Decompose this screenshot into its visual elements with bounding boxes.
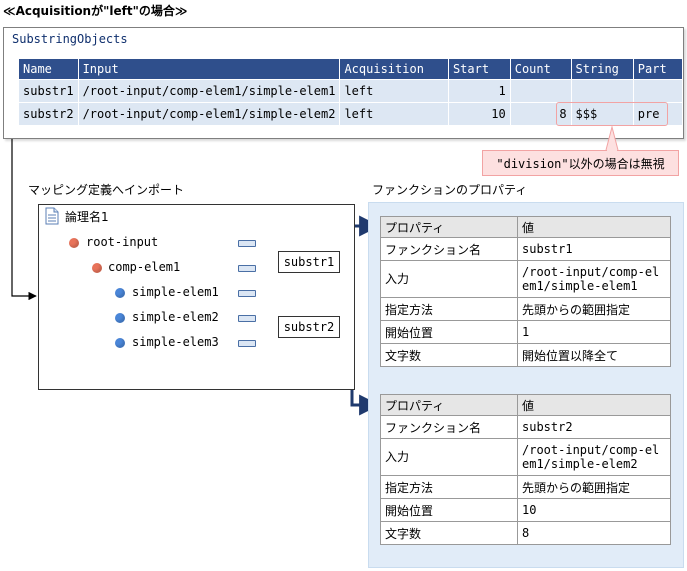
table-row: 文字数 開始位置以降全て [380, 343, 671, 367]
substring-objects-title: SubstringObjects [12, 32, 128, 46]
table-row: substr1 /root-input/comp-elem1/simple-el… [18, 79, 684, 103]
table-row: 入力 /root-input/comp-elem1/simple-elem1 [380, 260, 671, 298]
column-header-count: Count [509, 58, 572, 80]
node-simple-elem1[interactable]: simple-elem1 [132, 285, 219, 299]
table-row: ファンクション名 substr1 [380, 237, 671, 261]
node-simple-elem2[interactable]: simple-elem2 [132, 310, 219, 324]
table-row: 開始位置 1 [380, 320, 671, 344]
table-row: 指定方法 先頭からの範囲指定 [380, 475, 671, 499]
cell-input: /root-input/comp-elem1/simple-elem2 [77, 102, 341, 126]
table-row: 開始位置 10 [380, 498, 671, 522]
property-value: 先頭からの範囲指定 [517, 297, 671, 321]
node-root-input[interactable]: root-input [86, 235, 159, 249]
port-icon[interactable] [238, 240, 256, 247]
substring-objects-table: Name Input Acquisition Start Count Strin… [18, 58, 684, 126]
cell-part [632, 79, 684, 103]
cell-name: substr2 [18, 102, 79, 126]
property-value: 1 [517, 320, 671, 344]
property-key: 入力 [380, 260, 518, 298]
property-key: 入力 [380, 438, 518, 476]
port-icon[interactable] [238, 315, 256, 322]
column-header-part: Part [632, 58, 684, 80]
table-row: ファンクション名 substr2 [380, 415, 671, 439]
properties-section-label: ファンクションのプロパティ [372, 183, 528, 197]
mapping-definition-box [38, 204, 355, 390]
property-header-row: プロパティ 値 [380, 394, 671, 416]
port-icon[interactable] [238, 290, 256, 297]
simple-node-icon [115, 338, 125, 348]
property-value: substr1 [517, 237, 671, 261]
property-value: 先頭からの範囲指定 [517, 475, 671, 499]
node-comp-elem1[interactable]: comp-elem1 [108, 260, 181, 274]
property-key: ファンクション名 [380, 237, 518, 261]
property-value: 8 [517, 521, 671, 545]
property-header: プロパティ [380, 394, 518, 416]
property-key: 開始位置 [380, 320, 518, 344]
substring-objects-panel: SubstringObjects Name Input Acquisition … [3, 27, 684, 139]
port-icon[interactable] [238, 340, 256, 347]
property-header-row: プロパティ 値 [380, 216, 671, 238]
property-key: 文字数 [380, 343, 518, 367]
property-key: 指定方法 [380, 475, 518, 499]
simple-node-icon [115, 288, 125, 298]
table-row: 文字数 8 [380, 521, 671, 545]
page-heading: ≪Acquisitionが"left"の場合≫ [3, 4, 188, 18]
function-substr2[interactable]: substr2 [278, 316, 340, 338]
node-simple-elem3[interactable]: simple-elem3 [132, 335, 219, 349]
port-icon[interactable] [238, 265, 256, 272]
simple-node-icon [115, 313, 125, 323]
cell-part: pre [632, 102, 684, 126]
cell-acquisition: left [339, 102, 449, 126]
property-value: substr2 [517, 415, 671, 439]
cell-start: 10 [447, 102, 511, 126]
property-key: 指定方法 [380, 297, 518, 321]
table-row: 入力 /root-input/comp-elem1/simple-elem2 [380, 438, 671, 476]
cell-input: /root-input/comp-elem1/simple-elem1 [77, 79, 341, 103]
property-value: /root-input/comp-elem1/simple-elem2 [517, 438, 671, 476]
function-substr1[interactable]: substr1 [278, 251, 340, 273]
ignore-note-callout: "division"以外の場合は無視 [482, 150, 679, 176]
cell-count: 8 [509, 102, 572, 126]
cell-name: substr1 [18, 79, 79, 103]
property-key: 文字数 [380, 521, 518, 545]
import-arrow [11, 139, 37, 301]
property-key: ファンクション名 [380, 415, 518, 439]
property-table-substr1: プロパティ 値 ファンクション名 substr1 入力 /root-input/… [380, 216, 671, 367]
complex-node-icon [92, 263, 102, 273]
complex-node-icon [69, 238, 79, 248]
property-table-substr2: プロパティ 値 ファンクション名 substr2 入力 /root-input/… [380, 394, 671, 545]
table-row: substr2 /root-input/comp-elem1/simple-el… [18, 102, 684, 126]
document-icon [45, 207, 59, 225]
logical-name-label: 論理名1 [65, 210, 109, 224]
property-key: 開始位置 [380, 498, 518, 522]
value-header: 値 [517, 394, 671, 416]
property-value: /root-input/comp-elem1/simple-elem1 [517, 260, 671, 298]
property-value: 10 [517, 498, 671, 522]
property-header: プロパティ [380, 216, 518, 238]
cell-acquisition: left [339, 79, 449, 103]
value-header: 値 [517, 216, 671, 238]
mapping-section-label: マッピング定義へインポート [28, 183, 185, 197]
cell-start: 1 [447, 79, 511, 103]
property-value: 開始位置以降全て [517, 343, 671, 367]
table-row: 指定方法 先頭からの範囲指定 [380, 297, 671, 321]
column-header-string: String [570, 58, 634, 80]
